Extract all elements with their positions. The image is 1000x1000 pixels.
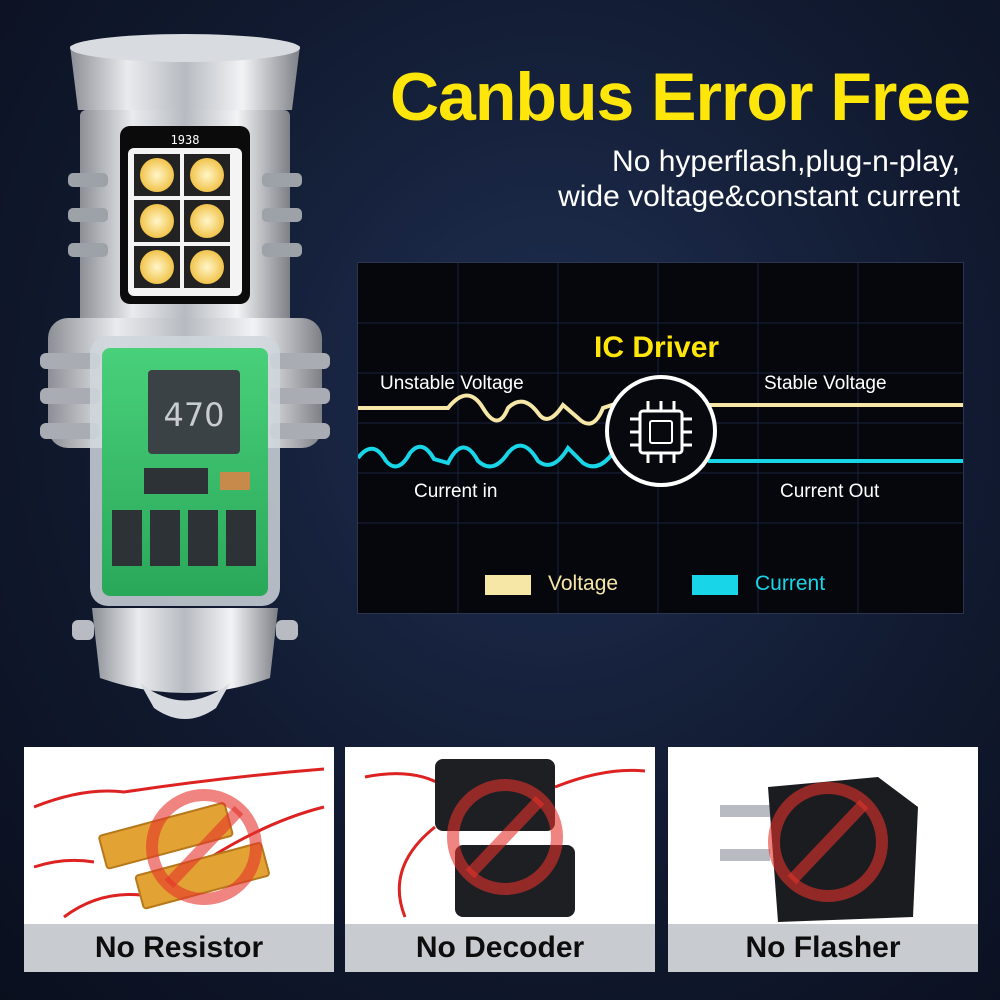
legend-current-swatch [692,575,738,595]
subtitle-line-2: wide voltage&constant current [558,180,960,213]
stable-voltage-label: Stable Voltage [764,373,887,394]
flasher-icon [720,777,918,922]
card-no-resistor: No Resistor [24,747,334,972]
current-line [358,443,629,469]
legend-voltage-label: Voltage [548,572,619,595]
ic-driver-title: IC Driver [594,331,720,364]
current-out-label: Current Out [780,481,880,502]
inductor-label: 470 [163,396,224,434]
card-caption-no-resistor: No Resistor [24,924,334,972]
bulb-model-label: 1938 [171,133,200,147]
chip-icon [630,401,692,463]
page-title: Canbus Error Free [389,59,971,135]
diagram-graphic [358,263,963,613]
legend-voltage-swatch [485,575,531,595]
card-caption-no-decoder: No Decoder [345,924,655,972]
ic-driver-diagram: IC Driver Unstable Voltage Stable Voltag… [357,262,964,614]
led-bulb-illustration: 1938 470 [30,18,340,738]
card-no-flasher: No Flasher [668,747,978,972]
decoder-icon [364,759,646,918]
voltage-line [358,393,635,426]
resistor-icon [33,767,325,919]
legend-current-label: Current [755,572,826,595]
led-bulb-graphic: 1938 470 [40,34,330,719]
card-caption-no-flasher: No Flasher [668,924,978,972]
card-no-decoder: No Decoder [345,747,655,972]
subtitle-line-1: No hyperflash,plug-n-play, [612,145,960,178]
current-in-label: Current in [414,481,498,502]
unstable-voltage-label: Unstable Voltage [380,373,524,394]
